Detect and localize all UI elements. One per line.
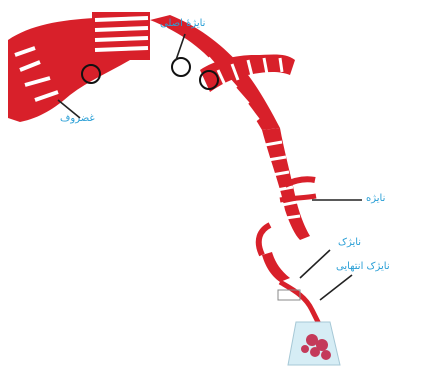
terminal-bronchiole — [278, 282, 320, 326]
bronchiole — [262, 252, 290, 282]
label-terminal-bronchiole: نایژک انتهایی — [336, 261, 390, 273]
label-bronchus: نایژه — [366, 193, 385, 205]
alveolar-sac — [288, 322, 340, 365]
label-cartilage: غضروف — [60, 113, 95, 125]
label-bronchiole: نایژک — [338, 237, 361, 249]
label-main-bronchus: نایژۀ اصلی — [160, 18, 205, 30]
trachea-rings — [92, 12, 150, 60]
marker-circle-2 — [172, 58, 190, 76]
leader-terminal-bronchiole — [320, 275, 352, 300]
leader-bronchiole — [300, 250, 330, 278]
